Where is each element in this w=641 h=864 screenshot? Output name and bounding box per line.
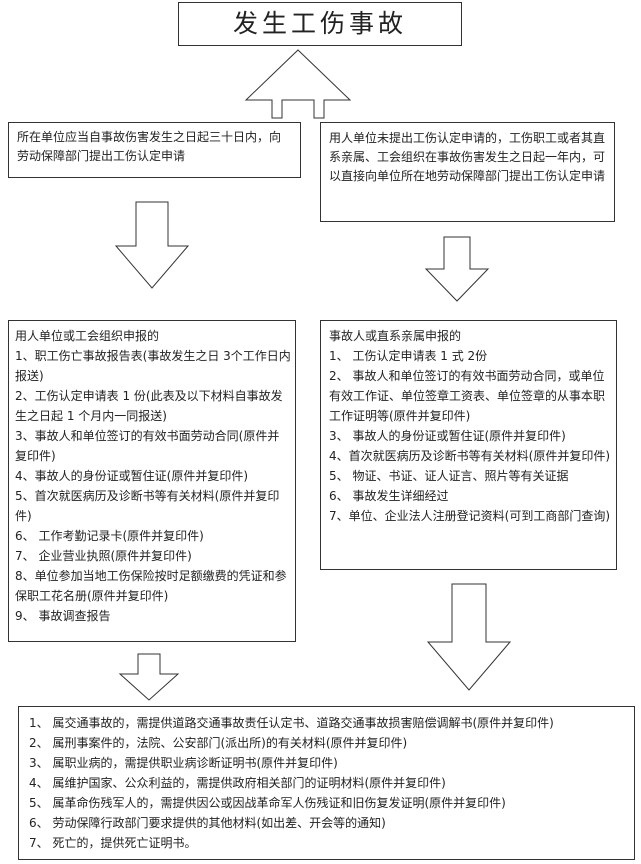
list-item: 4、首次就医病历及诊断书等有关材料(原件并复印件) <box>329 449 611 463</box>
list-item: 3、事故人和单位签订的有效书面劳动合同(原件并复印件) <box>15 429 280 463</box>
list-item: 7、单位、企业法人注册登记资料(可到工商部门查询) <box>329 509 611 523</box>
list-item: 2、 属刑事案件的，法院、公安部门(派出所)的有关材料(原件并复印件) <box>29 736 408 750</box>
list-item: 7、 企业营业执照(原件并复印件) <box>15 549 192 563</box>
left-condition-box: 所在单位应当自事故伤害发生之日起三十日内，向劳动保障部门提出工伤认定申请 <box>8 122 301 178</box>
list-item: 1、职工伤亡事故报告表(事故发生之日 3个工作日内报送) <box>15 349 291 383</box>
left-condition-text: 所在单位应当自事故伤害发生之日起三十日内，向劳动保障部门提出工伤认定申请 <box>17 130 282 163</box>
right-condition-box: 用人单位未提出工伤认定申请的，工伤职工或者其直系亲属、工会组织在事故伤害发生之日… <box>320 122 615 222</box>
list-item: 1、 属交通事故的，需提供道路交通事故责任认定书、道路交通事故损害赔偿调解书(原… <box>29 716 554 730</box>
right-condition-text: 用人单位未提出工伤认定申请的，工伤职工或者其直系亲属、工会组织在事故伤害发生之日… <box>329 131 606 183</box>
down-arrow-icon <box>426 583 512 691</box>
list-item: 4、 属维护国家、公众利益的，需提供政府相关部门的证明材料(原件并复印件) <box>29 776 446 790</box>
list-item: 2、 事故人和单位签订的有效书面劳动合同，或单位有效工作证、单位签章工资表、单位… <box>329 369 606 423</box>
down-arrow-icon <box>114 201 190 289</box>
page-title: 发生工伤事故 <box>178 2 462 46</box>
split-arrow-icon <box>244 49 352 119</box>
left-list-box: 用人单位或工会组织申报的 1、职工伤亡事故报告表(事故发生之日 3个工作日内报送… <box>8 320 296 642</box>
list-item: 1、 工伤认定申请表 1 式 2份 <box>329 349 488 363</box>
right-list-box: 事故人或直系亲属申报的 1、 工伤认定申请表 1 式 2份 2、 事故人和单位签… <box>320 320 617 570</box>
list-item: 5、 属革命伤残军人的，需提供因公或因战革命军人伤残证和旧伤复发证明(原件并复印… <box>29 796 506 810</box>
list-item: 6、 工作考勤记录卡(原件并复印件) <box>15 529 204 543</box>
list-item: 8、单位参加当地工伤保险按时足额缴费的凭证和参保职工花名册(原件并复印件) <box>15 569 287 603</box>
list-item: 6、 劳动保障行政部门要求提供的其他材料(如出差、开会等的通知) <box>29 816 386 830</box>
bottom-list-box: 1、 属交通事故的，需提供道路交通事故责任认定书、道路交通事故损害赔偿调解书(原… <box>18 706 635 860</box>
list-item: 3、 属职业病的，需提供职业病诊断证明书(原件并复印件) <box>29 756 338 770</box>
down-arrow-icon <box>424 236 490 302</box>
list-item: 7、 死亡的，提供死亡证明书。 <box>29 836 197 850</box>
list-item: 9、 事故调查报告 <box>15 609 111 623</box>
left-list-heading: 用人单位或工会组织申报的 <box>15 329 160 343</box>
list-item: 3、 事故人的身份证或暂住证(原件并复印件) <box>329 429 566 443</box>
list-item: 2、工伤认定申请表 1 份(此表及以下材料自事故发生之日起 1 个月内一同报送) <box>15 389 283 423</box>
down-arrow-icon <box>118 653 180 701</box>
list-item: 5、 物证、书证、证人证言、照片等有关证据 <box>329 469 569 483</box>
list-item: 6、 事故发生详细经过 <box>329 489 449 503</box>
right-list-heading: 事故人或直系亲属申报的 <box>329 329 462 343</box>
list-item: 4、事故人的身份证或暂住证(原件并复印件) <box>15 469 248 483</box>
list-item: 5、首次就医病历及诊断书等有关材料(原件并复印件) <box>15 489 280 523</box>
